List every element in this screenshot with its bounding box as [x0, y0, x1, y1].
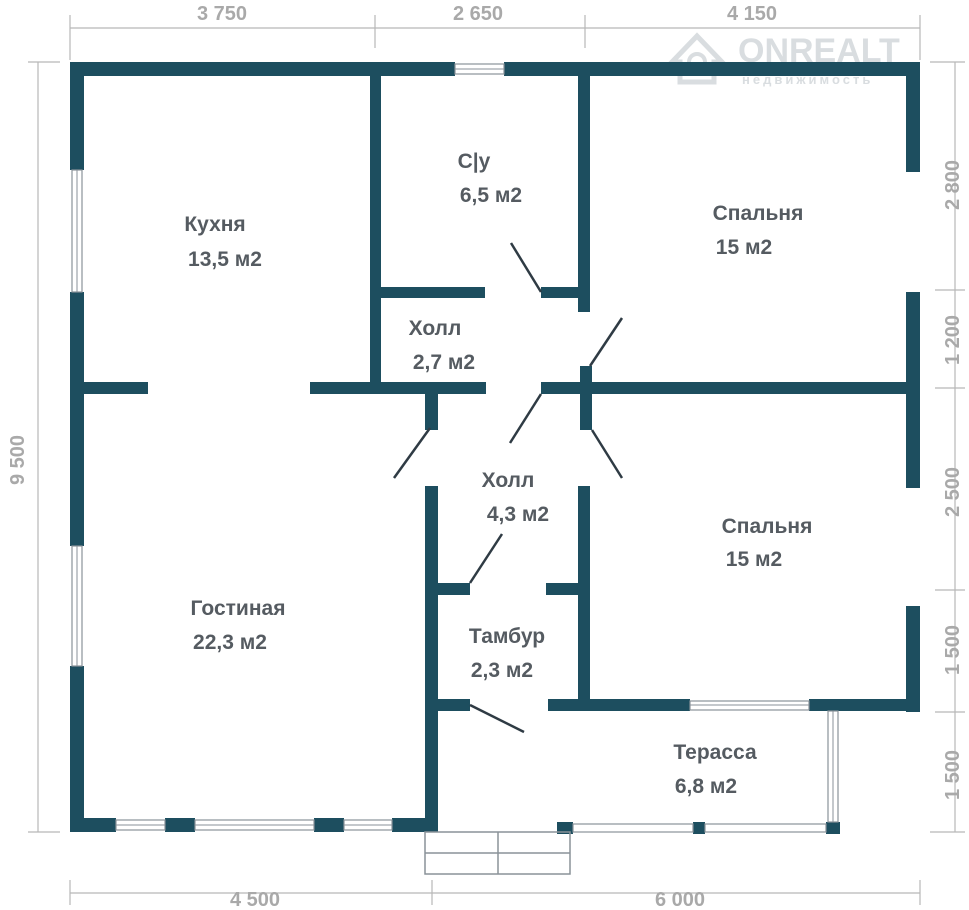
window-living-left [71, 545, 83, 667]
room-bathroom-name: С|у [458, 150, 491, 173]
room-vestibule-name: Тамбур [469, 625, 545, 648]
windows [71, 63, 839, 833]
dim-right-4: 1 500 [942, 625, 964, 675]
room-labels: Кухня 13,5 м2 С|у 6,5 м2 Спальня 15 м2 Х… [184, 150, 812, 798]
room-living-name: Гостиная [191, 597, 286, 620]
room-kitchen-area: 13,5 м2 [188, 248, 262, 271]
dim-right-2: 1 200 [942, 315, 964, 365]
window-kitchen-left [71, 169, 83, 293]
room-bathroom-area: 6,5 м2 [460, 184, 522, 207]
room-hall-small-name: Холл [409, 317, 462, 340]
dim-top-3: 4 150 [727, 3, 777, 25]
room-hall-name: Холл [482, 469, 535, 492]
room-kitchen-name: Кухня [184, 213, 245, 236]
entrance-steps [424, 831, 571, 875]
dim-bottom-1: 4 500 [230, 889, 280, 910]
terrace-railing [572, 710, 839, 833]
room-vestibule-area: 2,3 м2 [471, 659, 533, 682]
room-bedroom-top-name: Спальня [713, 202, 804, 225]
watermark: ONREALT недвижимость [666, 32, 900, 87]
room-bedroom-top-area: 15 м2 [716, 236, 772, 259]
door-swings [392, 242, 624, 734]
dim-left: 9 500 [7, 435, 29, 485]
walls [70, 62, 920, 834]
room-bedroom-bottom-area: 15 м2 [726, 548, 782, 571]
room-terrace-area: 6,8 м2 [675, 775, 737, 798]
window-bedroom-bottom [689, 700, 810, 711]
dim-right-1: 2 800 [942, 160, 964, 210]
dim-top-2: 2 650 [453, 3, 503, 25]
window-living-bottom-1 [115, 819, 166, 831]
room-bedroom-bottom-name: Спальня [722, 515, 813, 538]
dimension-labels: 3 750 2 650 4 150 4 500 6 000 9 500 2 80… [7, 3, 964, 910]
room-living-area: 22,3 м2 [193, 631, 267, 654]
room-hall-area: 4,3 м2 [487, 503, 549, 526]
dim-bottom-2: 6 000 [655, 889, 705, 910]
window-living-bottom-3 [343, 819, 393, 831]
dim-right-5: 1 500 [942, 750, 964, 800]
dim-top-1: 3 750 [197, 3, 247, 25]
dim-right-3: 2 500 [942, 467, 964, 517]
window-living-bottom-2 [194, 819, 315, 831]
room-hall-small-area: 2,7 м2 [413, 351, 475, 374]
window-top [454, 63, 505, 75]
dimension-lines [28, 15, 965, 905]
room-terrace-name: Терасса [673, 741, 757, 764]
